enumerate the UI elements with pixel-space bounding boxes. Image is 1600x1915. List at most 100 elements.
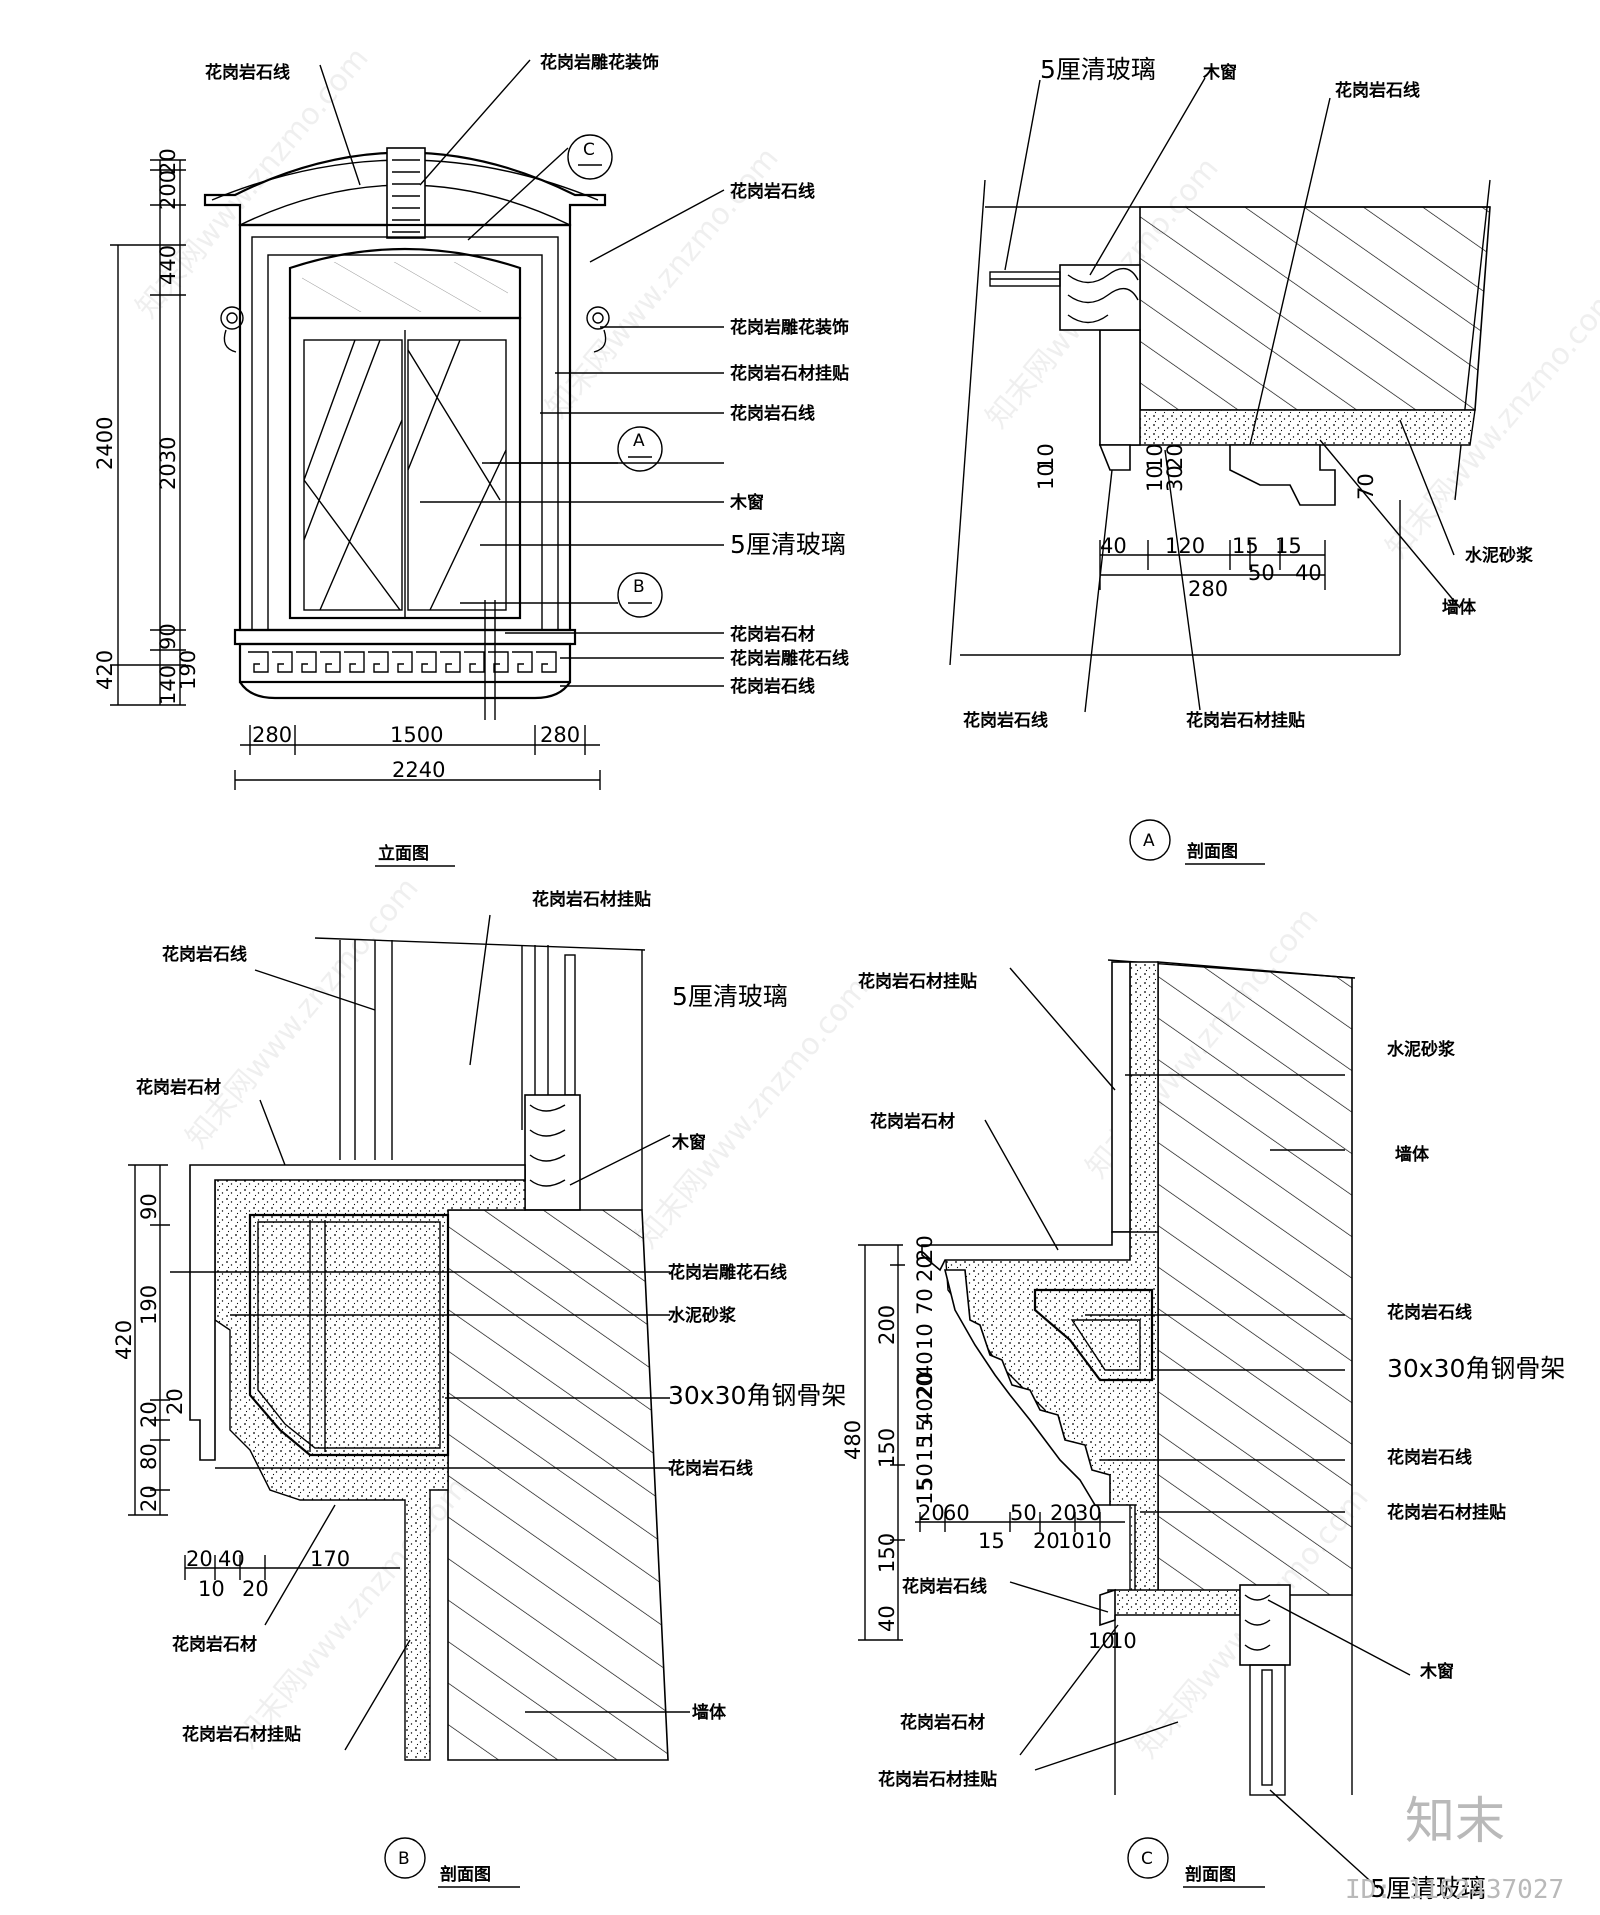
label-wood-window-2: 木窗	[1202, 62, 1237, 83]
label-granite-line-11: 花岗岩石线	[902, 1576, 987, 1597]
label-cement-mortar-1: 水泥砂浆	[1465, 545, 1534, 566]
rosette-left	[220, 306, 244, 353]
marker-a-label: A	[633, 431, 645, 451]
dim-b-40: 40	[218, 1547, 245, 1571]
dim-b-20a: 20	[137, 1401, 161, 1428]
label-granite-line-6: 花岗岩石线	[963, 710, 1048, 731]
dim-b-20: 20	[186, 1547, 213, 1571]
dim-280-right: 280	[540, 723, 580, 747]
label-granite-line-5: 花岗岩石线	[1335, 80, 1420, 101]
dim-c-h10d: 10	[1110, 1629, 1137, 1653]
dim-c-20b: 20	[913, 1255, 937, 1282]
label-granite-5: 花岗岩石材	[900, 1712, 985, 1733]
marker-c-2	[1127, 1837, 1169, 1879]
dim-b-190: 190	[137, 1285, 161, 1325]
label-granite-4: 花岗岩石材	[870, 1111, 955, 1132]
dim-440: 440	[156, 245, 180, 285]
marker-c-2-label: C	[1141, 1849, 1153, 1869]
dim-b-10: 10	[198, 1577, 225, 1601]
label-cement-mortar-2: 水泥砂浆	[668, 1305, 737, 1326]
marker-b-2-label: B	[398, 1849, 410, 1869]
dim-a-10c: 10	[1143, 443, 1167, 470]
id-text: ID: 1162437027	[1345, 1875, 1564, 1905]
marker-b	[617, 572, 663, 618]
title-elevation: 立面图	[378, 843, 429, 864]
label-granite-clad-2: 花岗岩石材挂贴	[1186, 710, 1305, 731]
brand-logo: 知末	[1405, 1792, 1505, 1850]
dim-2240: 2240	[392, 758, 445, 782]
label-cement-mortar-3: 水泥砂浆	[1387, 1039, 1456, 1060]
marker-b-2	[384, 1837, 426, 1879]
marker-b-label: B	[633, 577, 645, 597]
dim-c-h50: 50	[1010, 1501, 1037, 1525]
dim-c-150b: 150	[875, 1533, 899, 1573]
dim-c-150a: 150	[875, 1428, 899, 1468]
label-wall-3: 墙体	[1395, 1144, 1430, 1165]
label-granite-line-1: 花岗岩石线	[205, 62, 290, 83]
dim-a-120: 120	[1165, 534, 1205, 558]
dim-a-10b: 10	[1034, 463, 1058, 490]
marker-c	[567, 134, 613, 180]
dim-200: 200	[156, 170, 180, 210]
dim-c-h20c: 20	[1033, 1529, 1060, 1553]
label-granite-line-10: 花岗岩石线	[1387, 1447, 1472, 1468]
dim-c-h15: 15	[978, 1529, 1005, 1553]
dim-c-20c: 20	[913, 1373, 937, 1400]
label-glass-4: 5厘清玻璃	[1370, 1874, 1486, 1903]
dim-190: 190	[176, 650, 200, 690]
marker-a-2-label: A	[1143, 831, 1155, 851]
label-wall-1: 墙体	[1442, 597, 1477, 618]
dim-b-20c: 20	[137, 1485, 161, 1512]
dim-a-10d: 10	[1143, 465, 1167, 492]
dim-a-50: 50	[1248, 561, 1275, 585]
label-glass-3: 5厘清玻璃	[672, 982, 788, 1011]
keystone	[386, 147, 426, 239]
dim-140: 140	[156, 665, 180, 705]
dim-c-50: 50	[913, 1463, 937, 1490]
dim-a-10a: 10	[1034, 443, 1058, 470]
dim-c-200: 200	[875, 1305, 899, 1345]
dim-c-40b: 40	[913, 1398, 937, 1425]
label-granite-carved-line-1: 花岗岩雕花石线	[730, 648, 849, 669]
title-section-a: 剖面图	[1187, 841, 1238, 862]
label-granite-clad-5: 花岗岩石材挂贴	[858, 971, 977, 992]
watermark: 知末网www.znzmo.com	[179, 871, 425, 1155]
marker-c-label: C	[583, 140, 595, 160]
label-granite-line-7: 花岗岩石线	[162, 944, 247, 965]
dim-b-90: 90	[137, 1193, 161, 1220]
label-granite-carved-deco-2: 花岗岩雕花装饰	[730, 317, 849, 338]
label-granite-line-9: 花岗岩石线	[1387, 1302, 1472, 1323]
dim-c-15b: 15	[913, 1435, 937, 1462]
dim-a-40-right: 40	[1295, 561, 1322, 585]
dim-c-40: 40	[875, 1605, 899, 1632]
label-wood-window-3: 木窗	[671, 1132, 706, 1153]
keystone-scale-pattern	[392, 159, 420, 233]
dim-a-280: 280	[1188, 577, 1228, 601]
label-granite-2: 花岗岩石材	[136, 1077, 221, 1098]
dim-b-80: 80	[137, 1443, 161, 1470]
dim-c-h20: 20	[918, 1501, 945, 1525]
watermark: 知末网www.znzmo.com	[629, 971, 875, 1255]
label-granite-carved-deco-1: 花岗岩雕花装饰	[540, 52, 659, 73]
label-granite-line-2: 花岗岩石线	[730, 181, 815, 202]
label-granite-3: 花岗岩石材	[172, 1634, 257, 1655]
dim-2030: 2030	[156, 437, 180, 490]
dim-c-480: 480	[841, 1420, 865, 1460]
dim-a-15a: 15	[1232, 534, 1259, 558]
title-section-b: 剖面图	[440, 1864, 491, 1885]
dim-a-15b: 15	[1275, 534, 1302, 558]
section-c: 480 200 150 150 40 20 20 70 10 40 20 20 …	[841, 959, 1411, 1889]
watermark: 知末网www.znzmo.com	[229, 1471, 475, 1755]
dim-c-h10b: 10	[1085, 1529, 1112, 1553]
label-steel-frame-1: 30x30角钢骨架	[668, 1381, 846, 1410]
dim-c-15c: 15	[913, 1478, 937, 1505]
dim-b-20d: 20	[242, 1577, 269, 1601]
label-granite-clad-3: 花岗岩石材挂贴	[532, 889, 651, 910]
marker-a-2	[1129, 819, 1171, 861]
dim-c-20d: 20	[913, 1371, 937, 1398]
label-granite-line-8: 花岗岩石线	[668, 1458, 753, 1479]
greek-key-pattern	[248, 651, 557, 673]
dim-420: 420	[93, 650, 117, 690]
label-wood-window-4: 木窗	[1419, 1661, 1454, 1682]
